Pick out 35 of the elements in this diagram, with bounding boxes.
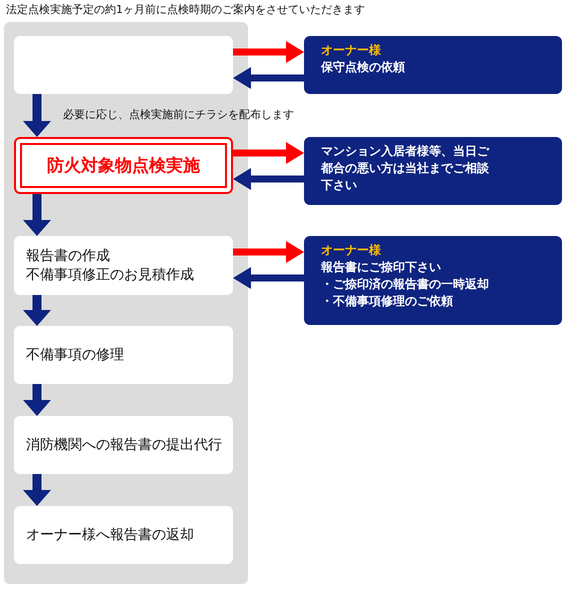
- info-box: [304, 236, 562, 325]
- box-text: 消防機関への報告書の提出代行: [26, 436, 223, 454]
- box-text: 不備事項修正のお見積作成: [26, 266, 195, 284]
- process-box: [14, 506, 233, 564]
- box-text: 不備事項の修理: [26, 346, 125, 364]
- arrow: [23, 94, 51, 137]
- heading: オーナー様: [321, 242, 382, 259]
- box-text: オーナー様へ報告書の返却: [26, 526, 195, 544]
- arrow: [233, 241, 304, 263]
- box-text: 報告書の作成: [26, 246, 111, 266]
- heading: オーナー様: [321, 42, 382, 59]
- info-box: [304, 137, 562, 205]
- arrow: [233, 142, 304, 164]
- arrow: [23, 194, 51, 236]
- arrow: [23, 384, 51, 416]
- arrow: [233, 41, 304, 63]
- box-text: マンション入居者様等、当日ご都合の悪い方は当社までご相談下さい: [321, 143, 490, 194]
- edge-label: 必要に応じ、点検実施前にチラシを配布します: [63, 107, 294, 122]
- arrow: [233, 267, 304, 289]
- process-box: [14, 36, 233, 94]
- box-text: ・不備事項修理のご依頼: [321, 293, 454, 310]
- title: 法定点検実施予定の約1ヶ月前に点検時期のご案内をさせていただきます: [6, 2, 365, 17]
- box-text: 防火対象物点検実施: [47, 155, 200, 177]
- arrow: [233, 168, 304, 190]
- arrow: [23, 474, 51, 506]
- process-box: [14, 236, 233, 295]
- box-text: 保守点検の依頼: [321, 59, 406, 76]
- process-box: [14, 416, 233, 474]
- box-text: 報告書にご捺印下さい: [321, 259, 442, 276]
- box-text: ・ご捺印済の報告書の一時返却: [321, 276, 490, 293]
- info-box: [304, 36, 562, 94]
- arrow: [23, 295, 51, 326]
- arrow: [233, 67, 304, 89]
- highlight-box: [14, 137, 233, 194]
- process-box: [14, 326, 233, 384]
